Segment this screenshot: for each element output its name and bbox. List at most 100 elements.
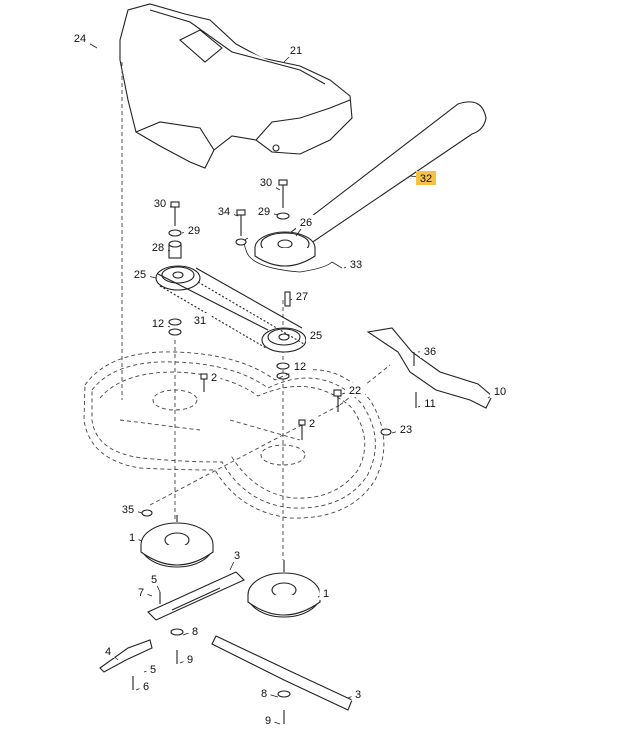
callout-number: 21 xyxy=(290,45,302,57)
callout-c4: 4 xyxy=(101,644,119,661)
callout-box xyxy=(305,416,319,430)
callout-c3b: 3 xyxy=(347,687,365,701)
bolt-2-left xyxy=(200,373,208,392)
callout-box xyxy=(130,267,150,281)
spindle-pulley-left xyxy=(155,265,201,291)
callout-c11: 11 xyxy=(417,396,440,410)
callout-box xyxy=(351,687,365,701)
callout-number: 8 xyxy=(261,688,267,700)
callout-c27: 27 xyxy=(289,289,312,303)
callout-c22: 22 xyxy=(341,383,365,397)
drive-belt-part xyxy=(282,101,487,257)
callout-number: 3 xyxy=(355,689,361,701)
callout-number: 9 xyxy=(187,654,193,666)
callout-c34: 34 xyxy=(214,204,239,218)
callout-box xyxy=(420,344,440,358)
callout-number: 12 xyxy=(152,318,164,330)
bolt-30-right xyxy=(276,179,290,220)
spindle-housing-left xyxy=(140,515,214,568)
baffle-part xyxy=(366,327,493,409)
callout-c33: 33 xyxy=(343,257,366,271)
callout-box xyxy=(396,422,416,436)
callout-box xyxy=(190,313,210,327)
callout-box xyxy=(306,328,326,342)
callout-c30b: 30 xyxy=(150,196,172,210)
callout-box xyxy=(148,316,168,330)
callout-highlight-box xyxy=(416,171,436,185)
nut-35 xyxy=(141,509,153,517)
callout-c1a: 1 xyxy=(125,530,143,544)
callout-number: 10 xyxy=(494,386,506,398)
callout-number: 1 xyxy=(323,588,329,600)
callout-box xyxy=(420,396,440,410)
callout-c29a: 29 xyxy=(254,204,279,218)
callout-box xyxy=(134,585,148,599)
callout-box xyxy=(256,175,276,189)
callout-number: 4 xyxy=(105,646,111,658)
callout-box xyxy=(125,530,139,544)
callout-number: 22 xyxy=(349,385,361,397)
callout-c24: 24 xyxy=(70,31,98,49)
nut-23 xyxy=(380,428,392,436)
callout-c9b: 9 xyxy=(261,713,281,727)
callout-c12a: 12 xyxy=(148,316,171,330)
callout-number: 34 xyxy=(218,206,230,218)
callout-c9a: 9 xyxy=(179,652,197,666)
callout-c8b: 8 xyxy=(257,686,279,700)
belt-cover-part xyxy=(119,3,353,169)
callout-box xyxy=(286,43,306,57)
callout-c3a: 3 xyxy=(229,548,244,571)
callout-number: 25 xyxy=(134,269,146,281)
callout-box xyxy=(346,257,366,271)
callout-box xyxy=(254,204,274,218)
callout-box xyxy=(261,713,275,727)
spindle-pulley-right xyxy=(261,327,307,353)
callout-box xyxy=(118,502,138,516)
callout-box xyxy=(184,223,204,237)
callout-c2b: 2 xyxy=(305,416,319,430)
spindle-housing-right xyxy=(247,560,321,618)
callout-number: 30 xyxy=(154,198,166,210)
callout-box xyxy=(214,204,234,218)
callout-c6: 6 xyxy=(135,679,153,693)
callout-box xyxy=(345,383,365,397)
callout-c29b: 29 xyxy=(181,223,204,237)
washers-12-left xyxy=(168,318,182,336)
callout-number: 12 xyxy=(294,361,306,373)
callout-number: 1 xyxy=(129,532,135,544)
mulch-piece-left xyxy=(99,639,153,673)
callout-c25b: 25 xyxy=(304,328,326,342)
callout-c5b: 5 xyxy=(143,662,160,676)
callout-number: 7 xyxy=(138,587,144,599)
callout-c7: 7 xyxy=(134,585,153,599)
callout-number: 9 xyxy=(265,715,271,727)
callout-number: 36 xyxy=(424,346,436,358)
callout-number: 25 xyxy=(310,330,322,342)
callout-box xyxy=(150,196,170,210)
callout-box xyxy=(290,359,310,373)
callout-box xyxy=(230,548,244,562)
callout-c36: 36 xyxy=(417,344,440,358)
callout-c26: 26 xyxy=(295,215,316,237)
callout-number: 33 xyxy=(350,259,362,271)
callout-c28: 28 xyxy=(148,240,171,254)
bolt-30-left xyxy=(168,201,182,237)
callout-c31: 31 xyxy=(190,313,210,327)
callout-box xyxy=(319,586,333,600)
callout-box xyxy=(296,215,316,229)
callout-number: 29 xyxy=(188,225,200,237)
callout-number: 23 xyxy=(400,424,412,436)
deck-belt-part xyxy=(157,267,305,349)
callout-c12b: 12 xyxy=(289,359,310,373)
callout-number: 28 xyxy=(152,242,164,254)
callout-box xyxy=(257,686,271,700)
pin-27 xyxy=(284,291,291,307)
callout-box xyxy=(139,679,153,693)
blade-left xyxy=(147,571,245,621)
callout-number: 2 xyxy=(309,418,315,430)
callout-number: 5 xyxy=(151,574,157,586)
callout-number: 30 xyxy=(260,177,272,189)
callout-c10: 10 xyxy=(487,384,510,399)
callout-box xyxy=(490,384,510,398)
